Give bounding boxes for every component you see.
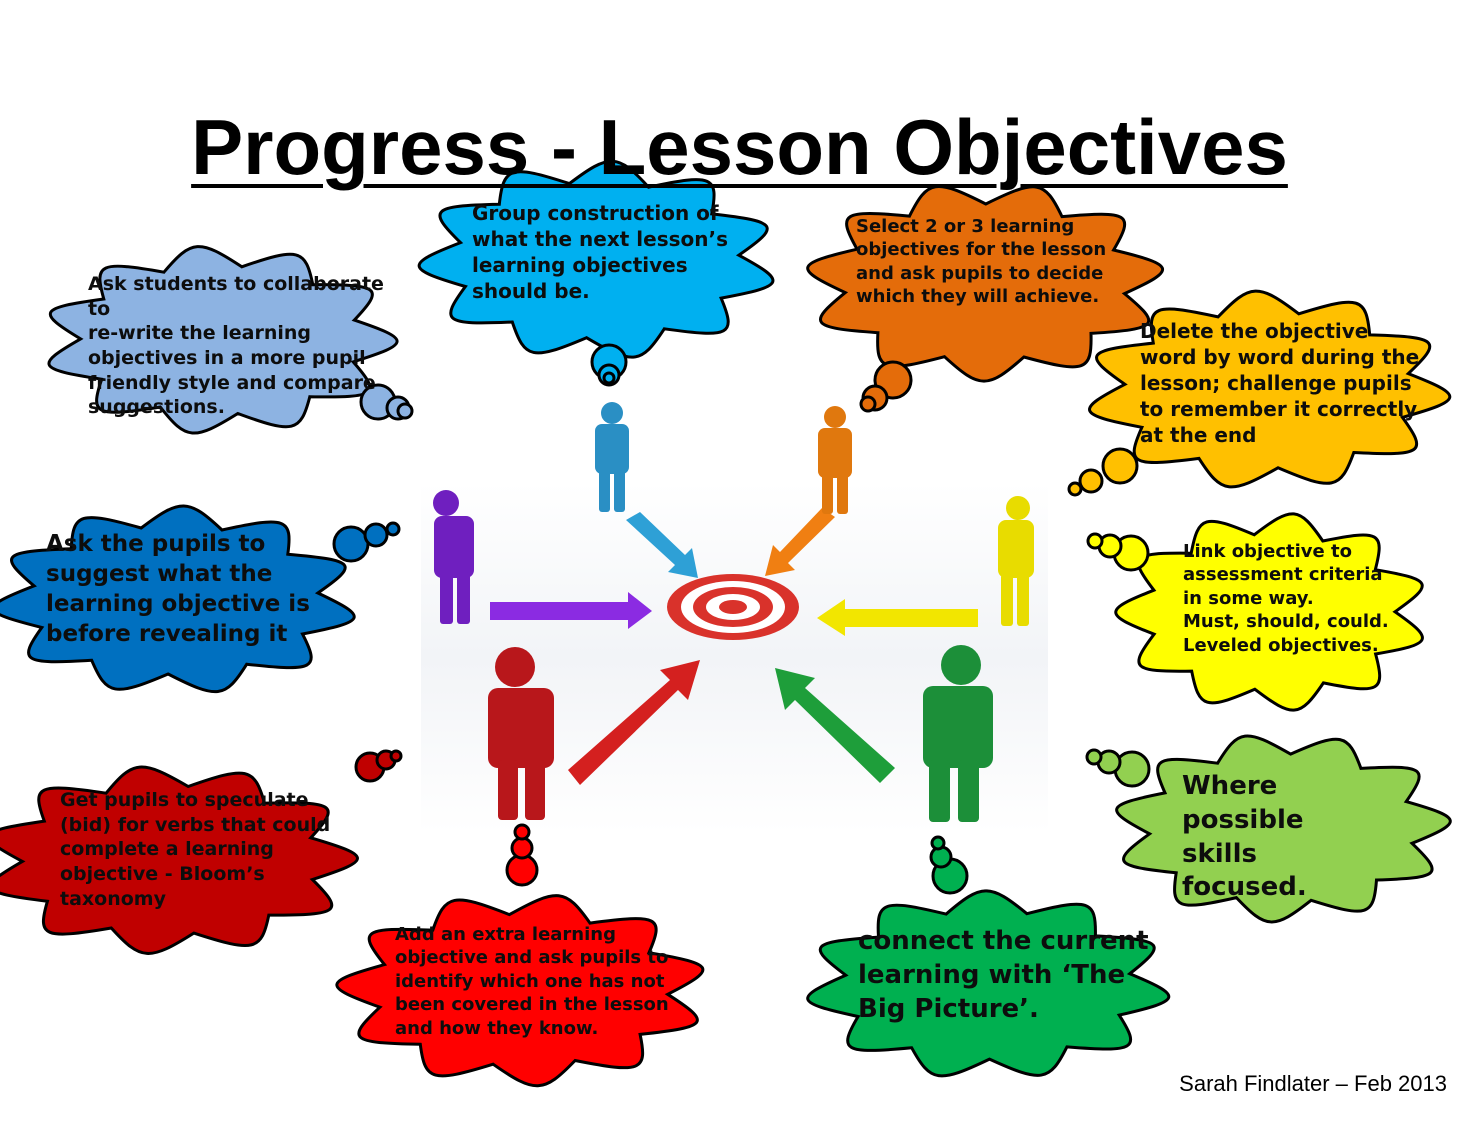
author-credit: Sarah Findlater – Feb 2013 [1179, 1071, 1447, 1096]
thought-dot [510, 836, 534, 860]
thought-dot [1067, 481, 1083, 497]
figure-yellow-icon [998, 496, 1034, 626]
figure-blue-icon [595, 402, 629, 512]
figure-red-icon [488, 647, 554, 820]
bubble-extra-objective-text: Add an extra learning objective and ask … [395, 924, 669, 1039]
thought-dot [332, 525, 370, 563]
thought-dot [1085, 748, 1103, 766]
thought-dot [1101, 447, 1139, 485]
bubble-delete-word-cloud [1067, 289, 1452, 497]
arrow-yellow-icon [817, 599, 978, 636]
bubble-suggest-objective-text: Ask the pupils to suggest what the learn… [46, 531, 310, 647]
thought-dot [1086, 532, 1104, 550]
bubble-skills-focused-text: Where possible skills focused. [1182, 771, 1307, 903]
thought-dot [513, 823, 531, 841]
thought-dot [602, 371, 616, 385]
thought-dot [385, 521, 401, 537]
figure-purple-icon [433, 490, 474, 624]
arrow-purple-icon [490, 592, 652, 629]
target-icon [667, 574, 799, 640]
thought-dot [929, 845, 953, 869]
bubble-group-construction-cloud [417, 159, 775, 387]
arrow-red-icon [568, 660, 700, 785]
arrow-orange-icon [765, 508, 835, 576]
thought-dot [389, 749, 403, 763]
thought-dot [363, 522, 389, 548]
bubble-link-assessment-text: Link objective to assessment criteria in… [1183, 541, 1389, 656]
bubble-big-picture-cloud [806, 835, 1171, 1078]
bubble-skills-focused-cloud [1085, 734, 1452, 924]
bubble-speculate-verbs-text: Get pupils to speculate (bid) for verbs … [60, 789, 331, 910]
figure-green-icon [923, 645, 993, 822]
arrow-green-icon [775, 668, 895, 783]
thought-dot [1078, 468, 1104, 494]
bubble-select-objectives-text: Select 2 or 3 learning objectives for th… [856, 216, 1107, 308]
thought-dot [859, 395, 877, 413]
arrow-blue-icon [626, 512, 698, 578]
bubble-group-construction-text: Group construction of what the next less… [472, 201, 728, 303]
bubble-collaborate-rewrite-text: Ask students to collaborate to re-write … [88, 273, 384, 419]
bubble-extra-objective-cloud [335, 823, 705, 1088]
bubble-link-assessment-cloud [1086, 512, 1424, 712]
bubble-delete-word-text: Delete the objective word by word during… [1140, 319, 1420, 447]
center-illustration [421, 402, 1048, 833]
page-title: Progress - Lesson Objectives [191, 103, 1288, 192]
thought-dot [396, 402, 414, 420]
bubble-collaborate-rewrite-cloud [47, 245, 414, 435]
bubble-suggest-objective-cloud [0, 504, 401, 694]
thought-dot [930, 835, 946, 851]
bubble-select-objectives-cloud [806, 185, 1164, 413]
figure-orange-icon [818, 406, 852, 514]
bubble-speculate-verbs-cloud [0, 749, 403, 955]
bubble-big-picture-text: connect the current learning with ‘The B… [858, 926, 1149, 1024]
